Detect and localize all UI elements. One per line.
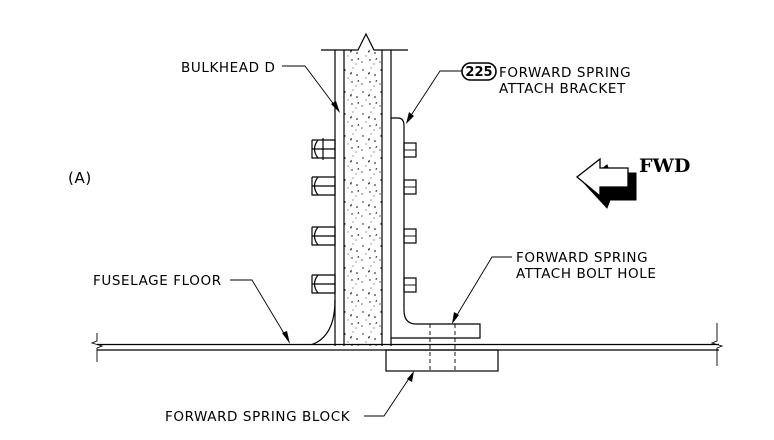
leader-bulkhead-d — [282, 65, 339, 111]
leader-bracket — [407, 70, 462, 121]
leader-forward-spring-block — [364, 373, 413, 417]
bolt-head-2 — [403, 179, 417, 195]
item-callout-225: 225 — [461, 62, 497, 81]
forward-direction-arrow-icon — [575, 157, 637, 209]
arrowhead-bracket — [406, 112, 414, 124]
bolt-head-1 — [403, 142, 417, 158]
bolt-nut-2 — [311, 176, 336, 196]
fuselage-floor — [90, 323, 724, 366]
item-number: 225 — [465, 65, 492, 80]
arrowhead-bulkhead-d — [331, 101, 340, 113]
label-bracket-line2: ATTACH BRACKET — [499, 81, 626, 97]
label-bolt-hole-line1: FORWARD SPRING — [516, 250, 648, 266]
bolt-head-4 — [403, 277, 417, 293]
bolt-nut-3 — [311, 226, 336, 246]
leader-fuselage-floor — [230, 279, 289, 341]
leader-bolt-hole — [453, 256, 512, 321]
label-fuselage-floor: FUSELAGE FLOOR — [93, 273, 222, 289]
bolt-nut-4 — [311, 274, 336, 294]
label-forward-spring-block: FORWARD SPRING BLOCK — [165, 409, 351, 425]
forward-spring-attach-bracket — [391, 117, 481, 339]
label-bracket-line1: FORWARD SPRING — [499, 65, 631, 81]
label-bolt-hole-line2: ATTACH BOLT HOLE — [516, 266, 657, 282]
attach-bolt-hole — [429, 324, 456, 371]
view-label: (A) — [68, 169, 92, 187]
forward-spring-block — [385, 349, 499, 372]
bolt-nut-1 — [311, 138, 336, 160]
arrowhead-fuselage-floor — [282, 331, 290, 344]
bolt-head-3 — [403, 228, 417, 244]
arrowhead-bolt-hole — [452, 312, 459, 324]
label-bulkhead-d: BULKHEAD D — [181, 60, 276, 76]
label-fwd: FWD — [639, 155, 690, 177]
bulkhead-d — [311, 32, 408, 346]
arrowhead-forward-spring-block — [407, 371, 414, 382]
